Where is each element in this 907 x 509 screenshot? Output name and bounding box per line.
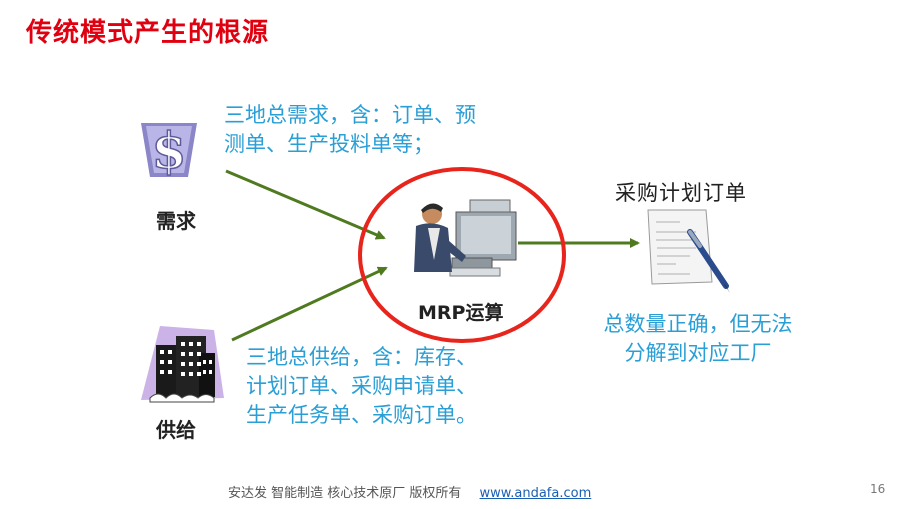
supply-note-line: 计划订单、采购申请单、: [246, 374, 477, 398]
footer-link[interactable]: www.andafa.com: [479, 486, 592, 501]
result-note-line: 总数量正确，但无法: [603, 312, 793, 336]
demand-arrow: [225, 169, 386, 240]
demand-note-line: 测单、生产投料单等；: [224, 132, 434, 156]
supply-arrow: [231, 266, 388, 342]
supply-note-line: 三地总供给，含：库存、: [246, 345, 477, 369]
footer: 安达发 智能制造 核心技术原厂 版权所有 www.andafa.com: [228, 482, 591, 501]
mrp-label: MRP运算: [418, 302, 504, 324]
page-title: 传统模式产生的根源: [26, 18, 270, 48]
page-number: 16: [870, 482, 886, 496]
result-note: 总数量正确，但无法 分解到对应工厂: [578, 310, 818, 368]
svg-text:$: $: [152, 121, 187, 180]
result-note-line: 分解到对应工厂: [624, 341, 772, 365]
supply-note: 三地总供给，含：库存、 计划订单、采购申请单、 生产任务单、采购订单。: [246, 343, 546, 430]
supply-note-line: 生产任务单、采购订单。: [246, 403, 477, 427]
demand-label: 需求: [156, 209, 196, 233]
demand-note: 三地总需求，含：订单、预 测单、生产投料单等；: [224, 101, 524, 159]
building-icon: [141, 326, 224, 403]
footer-text: 安达发 智能制造 核心技术原厂 版权所有: [228, 486, 462, 501]
dollar-icon: $: [141, 120, 197, 181]
document-pen-icon: [647, 209, 730, 293]
supply-label: 供给: [156, 418, 196, 442]
purchase-order-label: 采购计划订单: [615, 181, 747, 205]
mrp-circle: [358, 167, 566, 343]
computer-user-icon: [414, 199, 517, 277]
demand-note-line: 三地总需求，含：订单、预: [224, 103, 476, 127]
